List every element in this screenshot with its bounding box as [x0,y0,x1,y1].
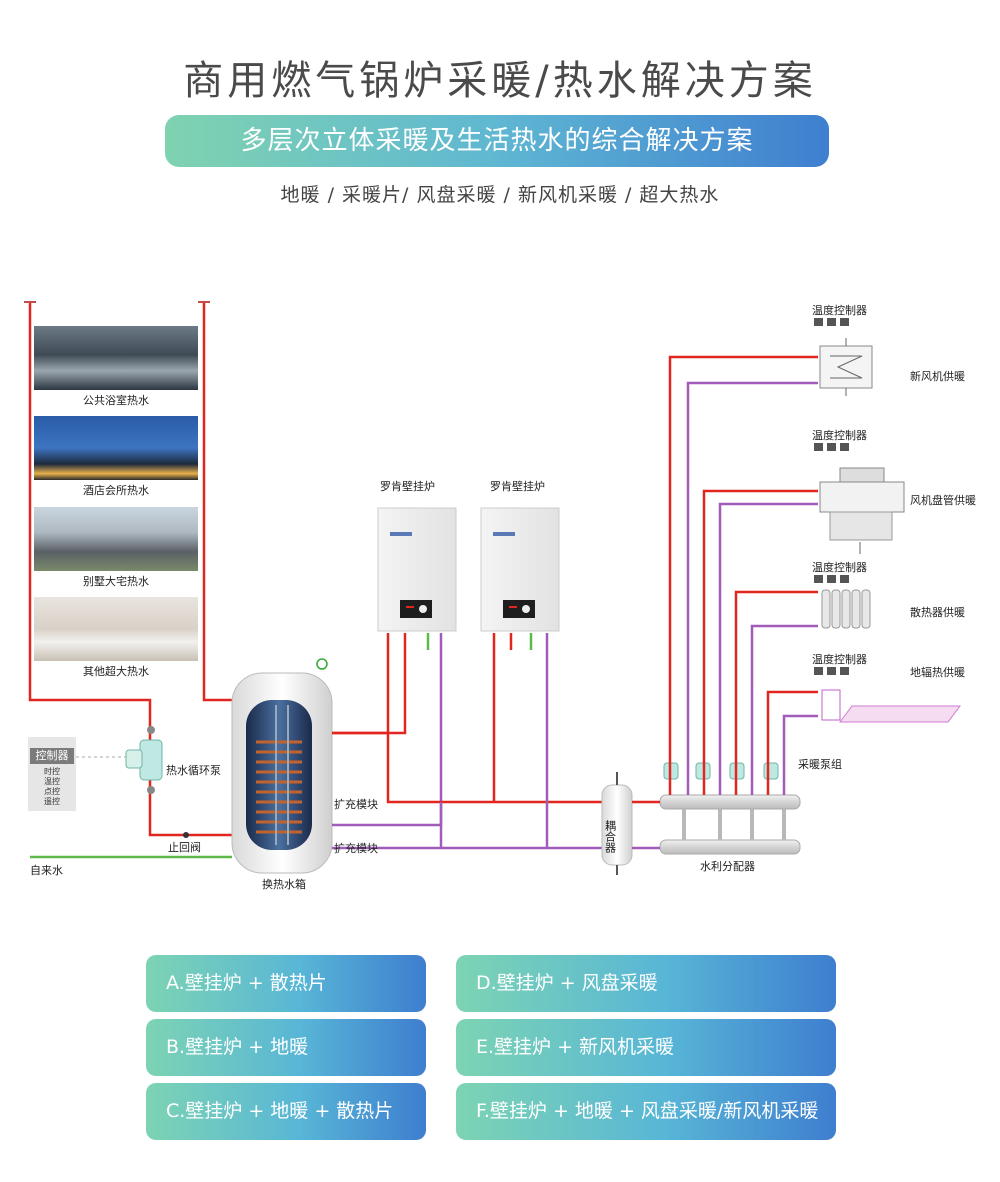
coupler-label: 耦合器 [604,820,617,854]
terminal-controller-label: 温度控制器 [812,652,867,666]
label-villa: 别墅大宅热水 [83,575,149,588]
circulation-pump [125,726,163,794]
boiler-stubs [426,633,533,650]
floor-supply [766,690,818,795]
check-valve-label: 止回阀 [168,840,201,854]
tank-return-pipe [332,633,390,735]
fan-coil-unit [819,467,905,554]
radiator-unit [821,589,871,629]
terminal-label: 新风机供暖 [910,369,965,383]
controller-title: 控制器 [30,748,74,764]
boiler-2-label: 罗肯壁挂炉 [490,479,545,493]
hot-water-risers [28,302,232,837]
terminal-controller-label: 温度控制器 [812,303,867,317]
terminal-label: 散热器供暖 [910,605,965,619]
tank-return-purple [332,633,443,827]
controller-modes: 时控 温控 点控 遥控 [30,767,74,807]
floor-heating-unit [821,689,961,723]
tank-label: 换热水箱 [262,877,306,891]
circulation-pump-label: 热水循环泵 [166,764,221,777]
controller-mode: 点控 [44,787,60,796]
radiator-supply [734,590,818,795]
expansion-2-label: 扩充模块 [334,841,378,855]
photo-other [34,597,198,661]
pump-group-label: 采暖泵组 [798,757,842,771]
label-hotel: 酒店会所热水 [83,484,149,497]
option-c: C.壁挂炉 + 地暖 + 散热片 [146,1083,426,1140]
photo-villa [34,507,198,571]
radiator-return [750,624,818,795]
fresh-air-unit [819,338,873,396]
system-diagram: 热水循环泵 止回阀 自来水 换热水箱 罗肯壁挂炉 [24,301,976,891]
main-headers [332,633,610,850]
option-f: F.壁挂炉 + 地暖 + 风盘采暖/新风机采暖 [456,1083,836,1140]
terminal-label: 风机盘管供暖 [910,493,976,507]
photo-hotel [34,416,198,480]
fancoil-return [718,502,818,795]
riser-right [202,302,232,702]
water-distributor [632,794,801,855]
terminal-controller-label: 温度控制器 [812,560,867,574]
tank-supply-pipe [332,633,407,735]
main-supply-pipe [386,733,610,804]
riser-left [28,302,232,837]
option-d: D.壁挂炉 + 风盘采暖 [456,955,836,1012]
label-other: 其他超大热水 [83,665,149,678]
thermostat-icons [814,318,849,675]
label-public-bath: 公共浴室热水 [83,394,149,407]
heat-exchange-tank [231,658,333,874]
floor-return [782,714,818,795]
controller-mode: 温控 [44,777,60,786]
fresh-air-supply [668,355,818,795]
tank-pipes [332,633,443,827]
fancoil-supply [702,489,818,795]
option-e: E.壁挂炉 + 新风机采暖 [456,1019,836,1076]
terminal-controller-label: 温度控制器 [812,428,867,442]
boiler-1 [377,507,457,632]
boiler-2 [480,507,560,632]
photo-public-bath [34,326,198,390]
expansion-1-label: 扩充模块 [334,797,378,811]
subtitle: 地暖 / 采暖片/ 风盘采暖 / 新风机采暖 / 超大热水 [280,184,720,206]
fresh-air-return [686,381,818,795]
option-b: B.壁挂炉 + 地暖 [146,1019,426,1076]
distributor-label: 水利分配器 [700,860,755,873]
boiler-1-label: 罗肯壁挂炉 [380,479,435,493]
terminal-label: 地辐热供暖 [910,665,965,679]
banner: 多层次立体采暖及生活热水的综合解决方案 [165,115,829,167]
controller-mode: 遥控 [44,797,60,806]
tap-water-label: 自来水 [30,864,63,877]
thermometer-icon [316,658,328,670]
controller-mode: 时控 [44,767,60,776]
hydraulic-coupler [601,772,633,875]
terminal-pipes [668,355,818,795]
option-a: A.壁挂炉 + 散热片 [146,955,426,1012]
check-valve-icon [183,832,189,838]
page-title: 商用燃气锅炉采暖/热水解决方案 [183,58,817,104]
